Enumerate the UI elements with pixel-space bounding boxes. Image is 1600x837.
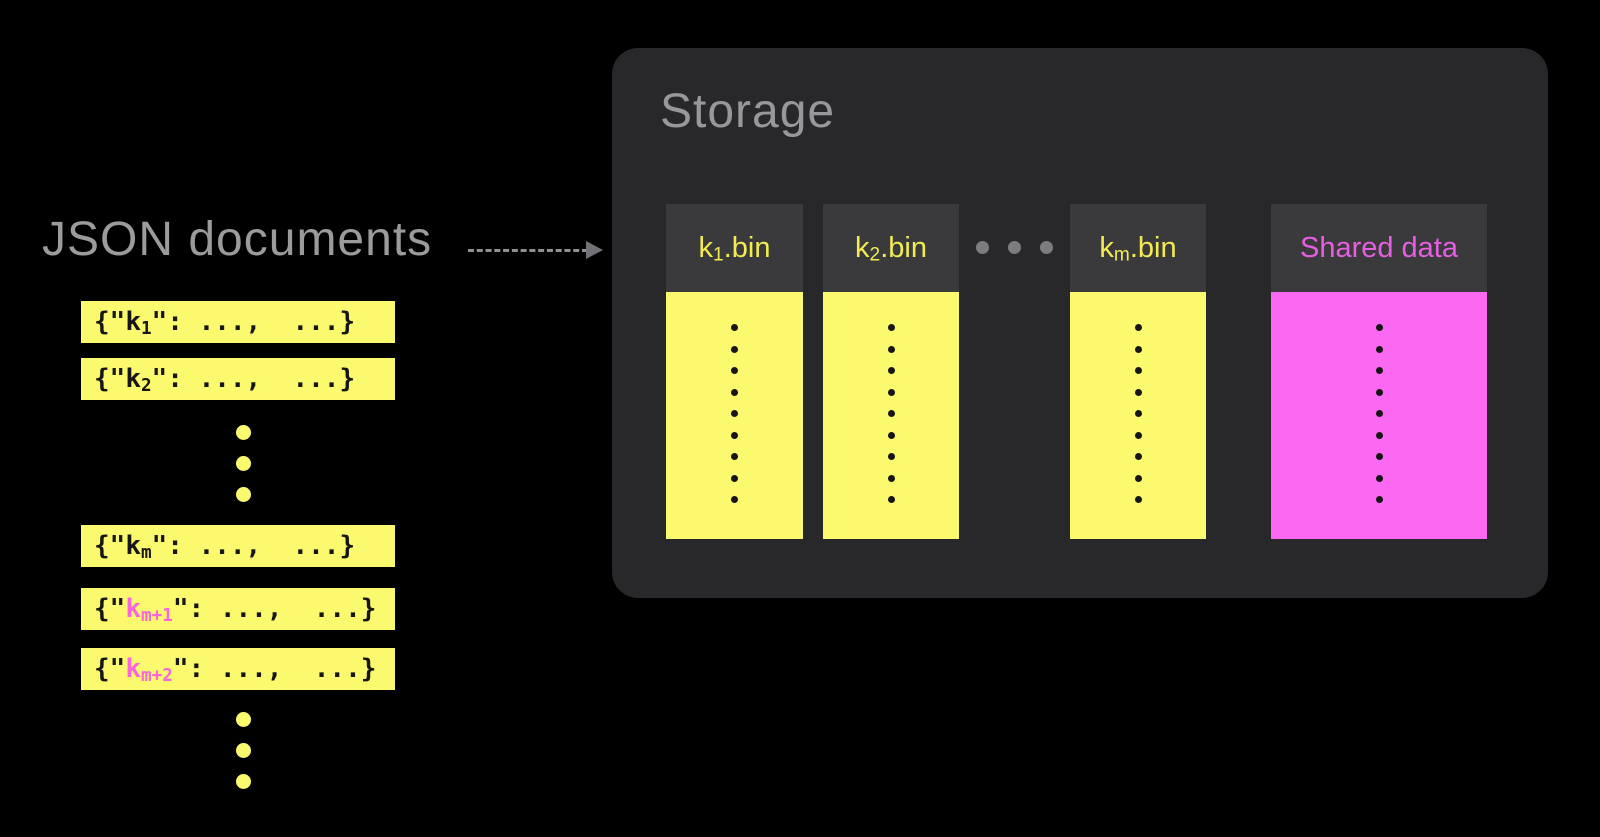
dot [1375, 453, 1383, 460]
json-document-text: {"k1": ..., ...} [81, 301, 395, 343]
dot [1040, 241, 1053, 254]
dot [1375, 345, 1383, 353]
json-document-text: {"km": ..., ...} [81, 525, 395, 567]
code-key: km [125, 531, 152, 563]
code-suffix: ": ..., ...} [172, 654, 377, 684]
dot [236, 487, 251, 502]
dot [887, 367, 895, 374]
dot [1134, 324, 1142, 331]
storage-column-k1: k1.bin [666, 204, 803, 539]
dot [731, 345, 738, 353]
dot [1375, 388, 1383, 396]
dot [976, 241, 989, 254]
json-document-bar-k1: {"k1": ..., ...} [81, 301, 395, 343]
json-document-bar-km1: {"km+1": ..., ...} [81, 588, 395, 630]
arrow-head-icon [586, 241, 603, 259]
code-prefix: {" [94, 307, 126, 337]
columns-ellipsis [976, 241, 1053, 254]
bin-header: k1.bin [666, 204, 803, 292]
dot [731, 410, 738, 417]
shared-data-label: Shared data [1299, 231, 1458, 264]
dot [1134, 367, 1142, 374]
dot [1375, 410, 1383, 417]
dot [236, 774, 251, 789]
dot [1375, 474, 1383, 482]
bin-header: km.bin [1070, 204, 1206, 292]
shared-data-header: Shared data [1271, 204, 1487, 292]
storage-column-shared-data: Shared data [1271, 204, 1487, 539]
storage-column-km: km.bin [1070, 204, 1206, 539]
dot [731, 453, 738, 460]
dot [887, 324, 895, 331]
code-key: k2 [125, 364, 152, 396]
dot [1375, 367, 1383, 374]
dot [731, 367, 738, 374]
code-key: k1 [125, 307, 152, 339]
documents-ellipsis-mid [236, 425, 251, 502]
dot [887, 410, 895, 417]
bin-label: k1.bin [698, 231, 771, 265]
dot [731, 474, 738, 482]
json-documents-label: JSON documents [42, 213, 433, 266]
json-document-bar-km2: {"km+2": ..., ...} [81, 648, 395, 690]
bin-label: km.bin [1099, 231, 1177, 265]
dot [236, 743, 251, 758]
dot [887, 431, 895, 439]
json-document-text: {"km+2": ..., ...} [81, 648, 395, 690]
dot [731, 431, 738, 439]
code-suffix: ": ..., ...} [151, 307, 356, 337]
storage-title: Storage [660, 85, 836, 138]
code-key-highlighted: km+1 [125, 594, 173, 626]
storage-column-k2: k2.bin [823, 204, 959, 539]
dot [1134, 388, 1142, 396]
code-prefix: {" [94, 364, 126, 394]
json-document-bar-km: {"km": ..., ...} [81, 525, 395, 567]
bin-label: k2.bin [855, 231, 927, 265]
bin-header: k2.bin [823, 204, 959, 292]
dot [1134, 345, 1142, 353]
dot [1134, 410, 1142, 417]
json-document-text: {"km+1": ..., ...} [81, 588, 395, 630]
code-prefix: {" [94, 594, 126, 624]
dot [731, 388, 738, 396]
storage-panel: Storage k1.bin k2.bin km.bin Shared data [612, 48, 1548, 598]
bin-contents [666, 292, 803, 539]
dot [887, 345, 895, 353]
code-key-highlighted: km+2 [125, 654, 173, 686]
dot [887, 474, 895, 482]
arrow-dotted-line [468, 249, 588, 252]
dot [236, 456, 251, 471]
dot [1375, 496, 1383, 503]
dot [1375, 324, 1383, 331]
dot [1134, 453, 1142, 460]
json-document-text: {"k2": ..., ...} [81, 358, 395, 400]
dot [731, 324, 738, 331]
dot [887, 388, 895, 396]
dot [1134, 474, 1142, 482]
dot [1134, 496, 1142, 503]
dot [731, 496, 738, 503]
dot [1008, 241, 1021, 254]
code-suffix: ": ..., ...} [151, 531, 356, 561]
bin-contents [823, 292, 959, 539]
documents-ellipsis-end [236, 712, 251, 789]
dot [236, 712, 251, 727]
json-document-bar-k2: {"k2": ..., ...} [81, 358, 395, 400]
dot [887, 453, 895, 460]
code-prefix: {" [94, 531, 126, 561]
code-suffix: ": ..., ...} [151, 364, 356, 394]
bin-contents [1070, 292, 1206, 539]
code-prefix: {" [94, 654, 126, 684]
dot [1375, 431, 1383, 439]
dot [1134, 431, 1142, 439]
code-suffix: ": ..., ...} [172, 594, 377, 624]
dot [236, 425, 251, 440]
shared-data-contents [1271, 292, 1487, 539]
dot [887, 496, 895, 503]
